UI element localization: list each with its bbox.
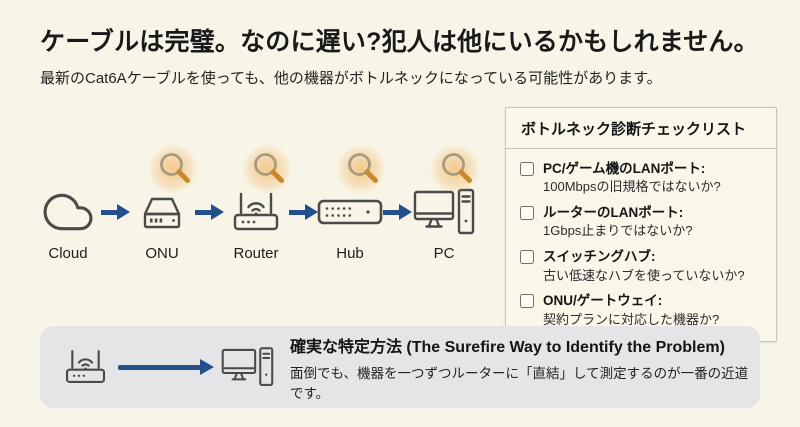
arrow-right-icon xyxy=(288,204,318,220)
checklist-item-sub: 100Mbpsの旧規格ではないか? xyxy=(543,179,721,195)
device-label: ONU xyxy=(145,245,179,262)
arrow-right-icon xyxy=(382,204,412,220)
device-label: Cloud xyxy=(48,245,88,262)
checklist-item: PC/ゲーム機のLANポート: 100Mbpsの旧規格ではないか? xyxy=(518,160,764,196)
checklist-item-sub: 古い低速なハブを使っていないか? xyxy=(543,267,745,283)
arrow-right-icon xyxy=(100,204,130,220)
device-pc: PC xyxy=(412,144,480,262)
device-hub: Hub xyxy=(317,144,386,262)
network-chain-diagram: Cloud ONU xyxy=(36,144,480,262)
magnifier-icon xyxy=(148,144,198,194)
checklist-item: スイッチングハブ: 古い低速なハブを使っていないか? xyxy=(518,248,764,284)
pc-icon xyxy=(221,347,274,386)
router-icon xyxy=(65,350,106,384)
device-onu: ONU xyxy=(130,144,198,262)
onu-icon xyxy=(143,197,181,229)
magnifier-icon xyxy=(336,144,386,194)
header: ケーブルは完璧。なのに遅い?犯人は他にいるかもしれません。 最新のCat6Aケー… xyxy=(40,22,770,88)
checklist-item-title: ONU/ゲートウェイ: xyxy=(543,293,663,309)
page-subtitle: 最新のCat6Aケーブルを使っても、他の機器がボトルネックになっている可能性があ… xyxy=(40,70,662,87)
magnifier-glow xyxy=(430,144,480,194)
magnifier-glow xyxy=(242,144,292,194)
footer-title: 確実な特定方法 (The Surefire Way to Identify th… xyxy=(289,338,725,356)
magnifier-slot-empty xyxy=(36,150,100,186)
checklist-item-title: スイッチングハブ: xyxy=(543,249,656,265)
magnifier-icon xyxy=(430,144,480,194)
magnifier-glow xyxy=(148,144,198,194)
checklist-title: ボトルネック診断チェックリスト xyxy=(506,108,776,149)
checkbox[interactable] xyxy=(520,294,534,309)
arrow-right-icon xyxy=(194,204,224,220)
magnifier-glow xyxy=(336,144,386,194)
page-title: ケーブルは完璧。なのに遅い?犯人は他にいるかもしれません。 xyxy=(40,28,759,56)
device-label: PC xyxy=(433,245,455,262)
checkbox[interactable] xyxy=(520,250,534,265)
checklist-item-title: ルーターのLANポート: xyxy=(543,205,684,221)
device-cloud: Cloud xyxy=(36,150,100,262)
hub-icon xyxy=(317,199,383,225)
device-label: Router xyxy=(233,245,279,262)
cloud-icon xyxy=(43,193,93,231)
checklist-item-sub: 契約プランに対応した機器か? xyxy=(543,311,720,327)
device-label: Hub xyxy=(336,245,364,262)
checklist-item-sub: 1Gbps止まりではないか? xyxy=(543,223,693,239)
checkbox[interactable] xyxy=(520,206,534,221)
footer-description: 面倒でも、機器を一つずつルーターに「直結」して測定するのが一番の近道です。 xyxy=(289,365,749,401)
device-router: Router xyxy=(224,144,292,262)
checklist-item-title: PC/ゲーム機のLANポート: xyxy=(543,161,706,176)
magnifier-icon xyxy=(242,144,292,194)
router-icon xyxy=(233,192,279,231)
checkbox[interactable] xyxy=(520,162,534,176)
arrow-right-icon xyxy=(116,359,216,375)
checklist-panel: ボトルネック診断チェックリスト PC/ゲーム機のLANポート: 100Mbpsの… xyxy=(505,107,777,342)
pc-icon xyxy=(413,188,475,235)
surefire-method-banner: 確実な特定方法 (The Surefire Way to Identify th… xyxy=(40,326,760,408)
checklist-item: ONU/ゲートウェイ: 契約プランに対応した機器か? xyxy=(518,292,764,328)
checklist-item: ルーターのLANポート: 1Gbps止まりではないか? xyxy=(518,204,764,240)
